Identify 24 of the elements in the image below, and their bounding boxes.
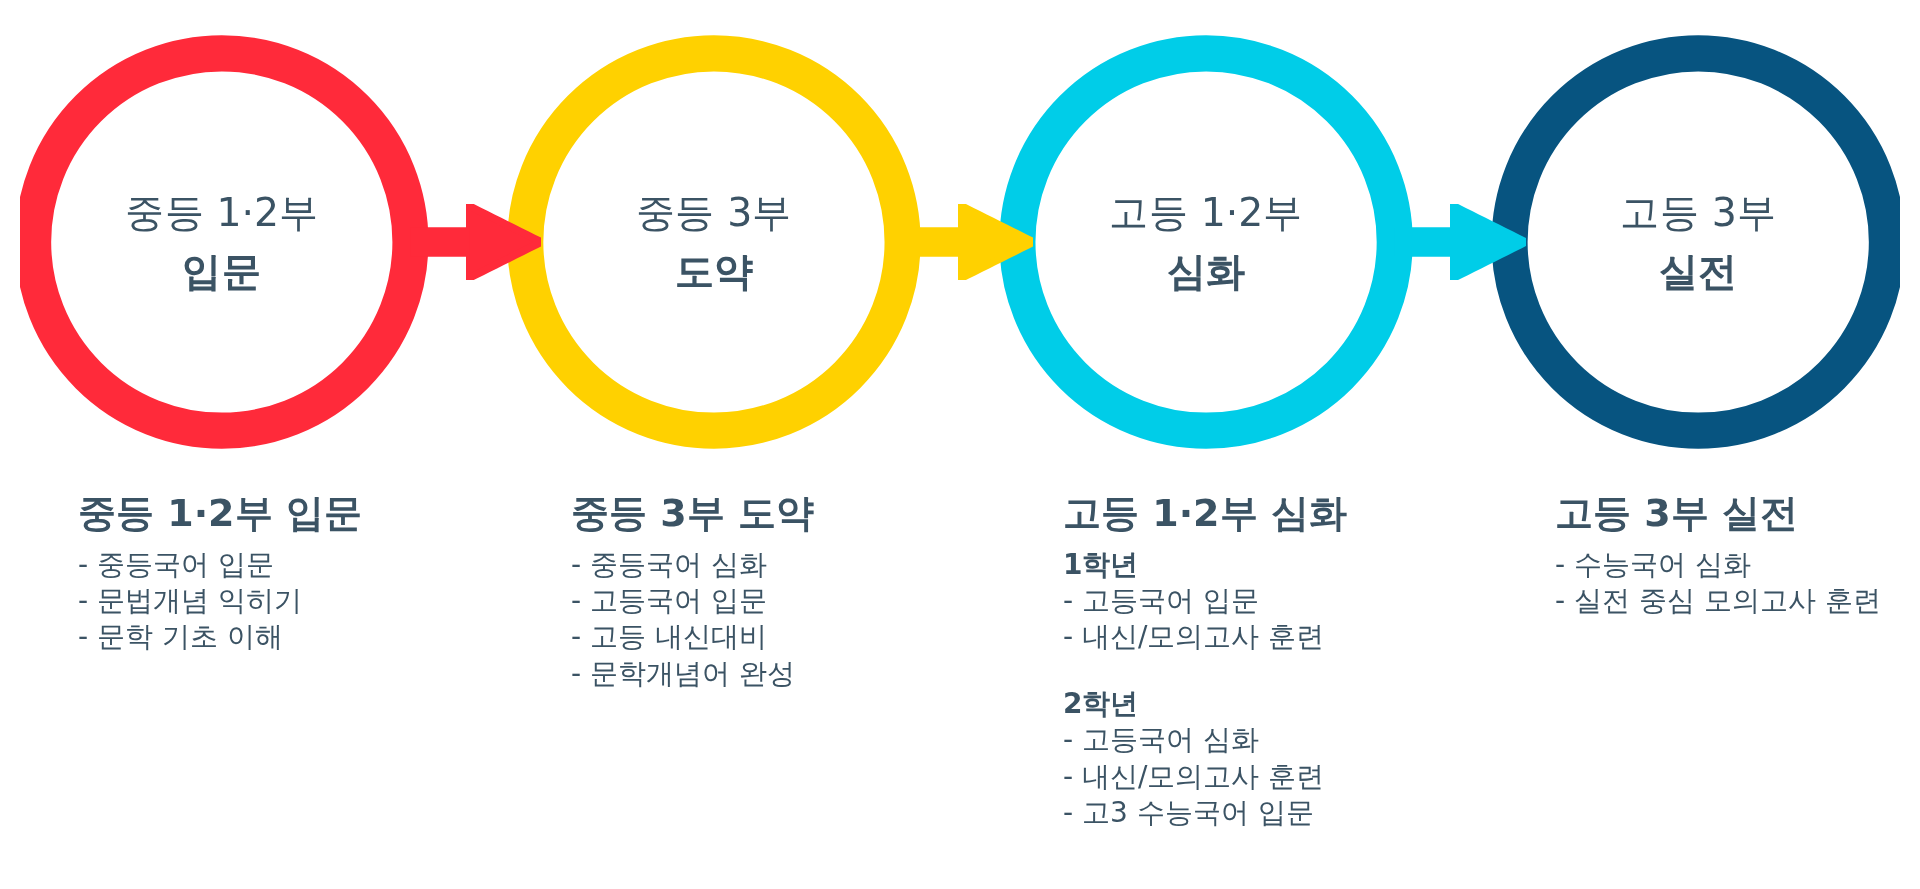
- node-circle: 고등 3부 실전: [1491, 35, 1900, 449]
- grade-heading: 1학년: [1063, 546, 1140, 583]
- stage-heading: 고등 3부 실전: [1555, 491, 1799, 537]
- course-item: - 내신/모의고사 훈련: [1063, 619, 1326, 656]
- node-circle: 고등 1·2부 심화: [999, 35, 1413, 449]
- course-item: - 고등국어 입문: [571, 583, 768, 619]
- course-item: - 실전 중심 모의고사 훈련: [1555, 583, 1881, 619]
- course-item: - 문법개념 익히기: [78, 583, 303, 619]
- course-item: - 고등국어 입문: [1063, 583, 1260, 619]
- course-item: - 문학 기초 이해: [78, 619, 284, 656]
- stage-heading: 고등 1·2부 심화: [1063, 491, 1347, 537]
- node-circle: 중등 1·2부 입문: [20, 35, 429, 449]
- course-item: - 내신/모의고사 훈련: [1063, 758, 1326, 795]
- course-item: - 중등국어 심화: [571, 546, 768, 583]
- course-item: - 고등 내신대비: [571, 619, 768, 656]
- node-circle: 중등 3부 도약: [507, 35, 921, 449]
- stage-heading: 중등 1·2부 입문: [78, 491, 362, 537]
- course-item: - 중등국어 입문: [78, 546, 275, 583]
- course-item: - 수능국어 심화: [1555, 546, 1752, 583]
- grade-heading: 2학년: [1063, 685, 1140, 722]
- course-item: - 고3 수능국어 입문: [1063, 794, 1315, 831]
- course-item: - 문학개념어 완성: [571, 655, 796, 692]
- course-item: - 고등국어 심화: [1063, 722, 1260, 759]
- stage-heading: 중등 3부 도약: [571, 491, 814, 537]
